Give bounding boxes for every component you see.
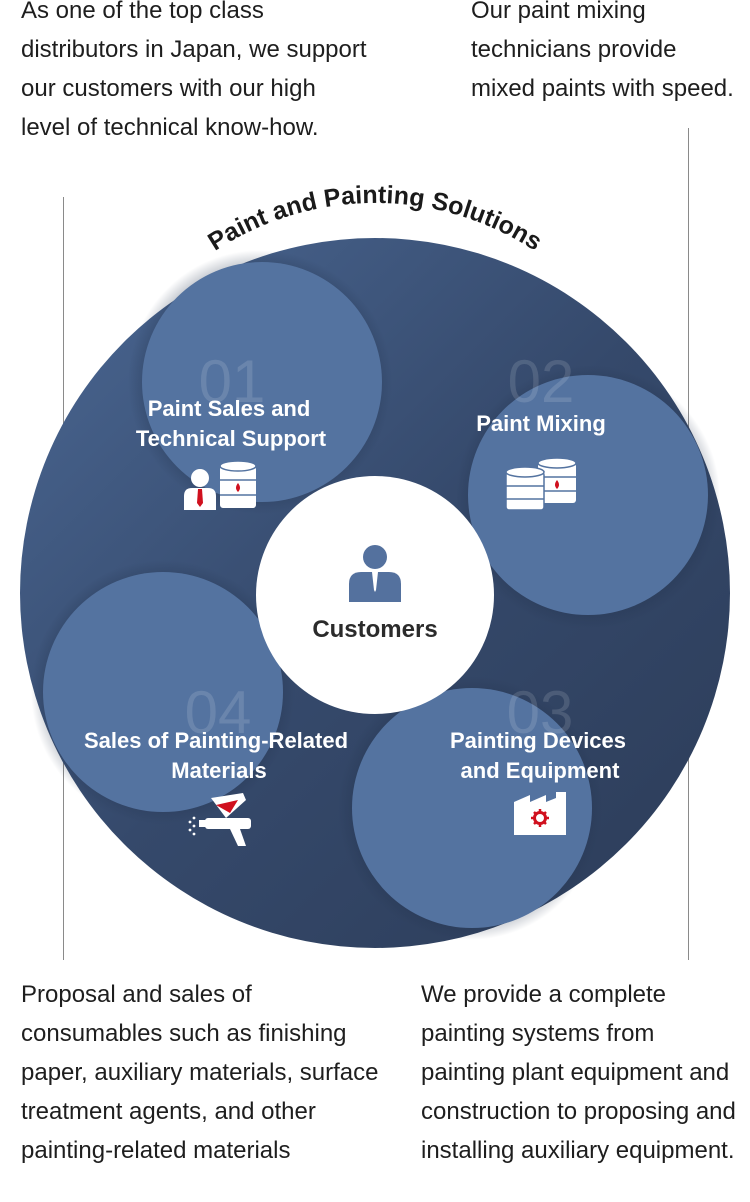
customers-label: Customers: [312, 616, 437, 643]
segment-02-number: 02: [508, 348, 575, 415]
solutions-diagram: Paint and Painting Solutions 01 02 03 04…: [20, 181, 730, 948]
description-related-materials: Proposal and sales of consumables such a…: [21, 981, 379, 1164]
customer-person-icon: [349, 545, 401, 602]
segment-04-label-line1: Sales of Painting-Related: [84, 728, 348, 753]
description-paint-mixing: Our paint mixing technicians provide mix…: [471, 0, 734, 102]
segment-03-label-line2: and Equipment: [461, 758, 621, 783]
segment-03-lobe: [352, 688, 592, 928]
paint-drums-icon: [505, 457, 577, 511]
segment-04-lobe: [43, 572, 283, 812]
segment-01-number: 01: [199, 348, 266, 415]
segment-01-lobe: [142, 262, 382, 502]
segment-04-label-line2: Materials: [171, 758, 266, 783]
segment-03-label-line1: Painting Devices: [450, 728, 626, 753]
segment-03-number: 03: [507, 679, 574, 746]
description-painting-equipment: We provide a complete painting systems f…: [421, 981, 736, 1164]
segment-02-label: Paint Mixing: [476, 411, 606, 436]
spray-gun-icon: [188, 793, 251, 846]
segment-04-number: 04: [185, 679, 252, 746]
segment-01-label-line1: Paint Sales and: [148, 396, 311, 421]
description-paint-sales: As one of the top class distributors in …: [21, 0, 367, 141]
salesperson-with-paint-drum-icon: [184, 460, 257, 510]
segment-02-lobe: [468, 375, 708, 615]
segment-01-label-line2: Technical Support: [136, 426, 327, 451]
factory-gear-icon: [514, 792, 566, 835]
